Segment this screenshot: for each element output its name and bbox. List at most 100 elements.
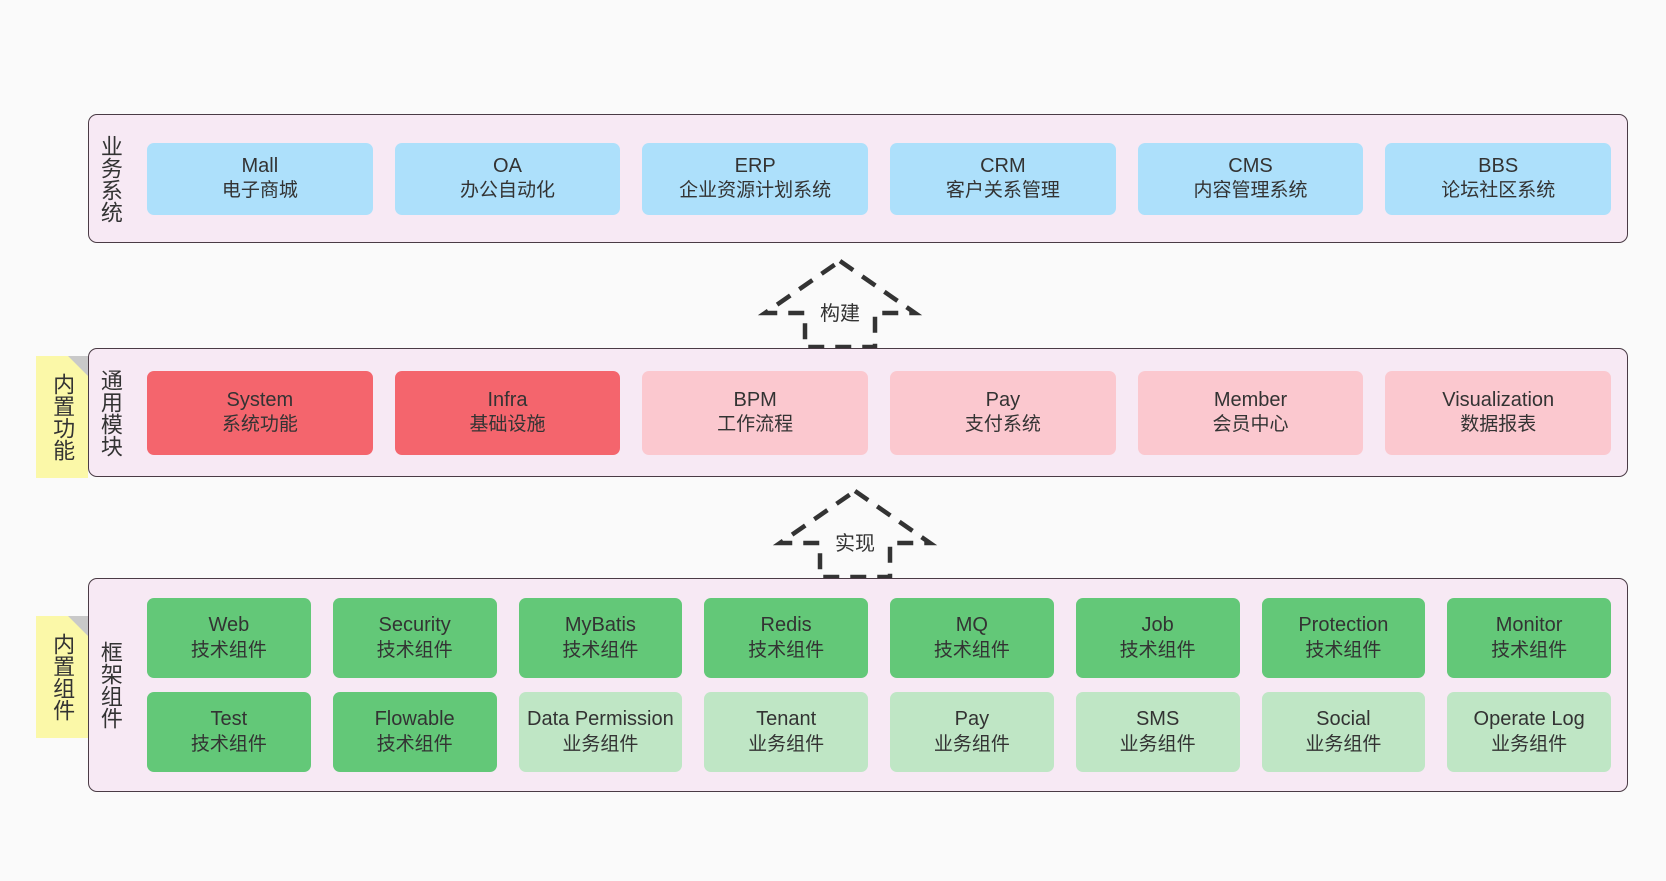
card-subtitle: 内容管理系统 xyxy=(1193,180,1308,202)
card-operate-log[interactable]: Operate Log 业务组件 xyxy=(1447,692,1611,772)
card-subtitle: 技术组件 xyxy=(1491,639,1568,661)
layer-business-body: Mall 电子商城 OA 办公自动化 ERP 企业资源计划系统 CRM 客户关系… xyxy=(131,115,1627,242)
card-title: CMS xyxy=(1228,154,1273,177)
card-subtitle: 业务组件 xyxy=(1119,733,1196,755)
card-mybatis[interactable]: MyBatis 技术组件 xyxy=(518,598,683,678)
card-title: System xyxy=(226,388,294,411)
card-protection[interactable]: Protection 技术组件 xyxy=(1261,598,1426,678)
card-mall[interactable]: Mall 电子商城 xyxy=(147,142,373,215)
card-test[interactable]: Test 技术组件 xyxy=(147,692,311,772)
card-title: BBS xyxy=(1478,154,1519,177)
connector-build-arrow: 构建 xyxy=(755,257,925,350)
connector-implement-arrow: 实现 xyxy=(770,487,940,580)
card-subtitle: 论坛社区系统 xyxy=(1441,180,1556,202)
card-member[interactable]: Member 会员中心 xyxy=(1137,370,1364,455)
card-security[interactable]: Security 技术组件 xyxy=(332,598,497,678)
card-web[interactable]: Web 技术组件 xyxy=(147,598,311,678)
card-subtitle: 基础设施 xyxy=(469,414,546,436)
sticky-label: 内置组件 xyxy=(50,633,76,721)
card-title: Tenant xyxy=(756,708,817,731)
card-infra[interactable]: Infra 基础设施 xyxy=(394,370,621,455)
common-card-row: System 系统功能 Infra 基础设施 BPM 工作流程 Pay 支付系统… xyxy=(147,370,1612,455)
card-tenant[interactable]: Tenant 业务组件 xyxy=(704,692,868,772)
card-monitor[interactable]: Monitor 技术组件 xyxy=(1447,598,1611,678)
card-title: Web xyxy=(208,614,250,637)
card-pay-component[interactable]: Pay 业务组件 xyxy=(890,692,1054,772)
dashed-arrow-up-icon xyxy=(772,488,938,580)
card-title: Protection xyxy=(1298,614,1389,637)
card-title: MQ xyxy=(955,614,988,637)
layer-common-body: System 系统功能 Infra 基础设施 BPM 工作流程 Pay 支付系统… xyxy=(131,349,1627,476)
card-subtitle: 工作流程 xyxy=(717,414,794,436)
sticky-fold-corner xyxy=(68,356,88,376)
card-subtitle: 客户关系管理 xyxy=(945,180,1060,202)
layer-framework-label: 框架组件 xyxy=(97,641,123,729)
card-redis[interactable]: Redis 技术组件 xyxy=(704,598,868,678)
card-subtitle: 技术组件 xyxy=(562,639,639,661)
card-bbs[interactable]: BBS 论坛社区系统 xyxy=(1385,142,1612,215)
layer-common-label: 通用模块 xyxy=(97,368,123,457)
card-title: ERP xyxy=(734,154,776,177)
card-subtitle: 支付系统 xyxy=(964,414,1041,436)
card-title: Flowable xyxy=(374,708,455,731)
sticky-note-builtin-components: 内置组件 xyxy=(36,616,88,738)
card-bpm[interactable]: BPM 工作流程 xyxy=(642,370,869,455)
card-subtitle: 技术组件 xyxy=(1305,639,1382,661)
card-title: Data Permission xyxy=(527,708,674,731)
card-subtitle: 业务组件 xyxy=(933,733,1010,755)
card-oa[interactable]: OA 办公自动化 xyxy=(394,142,621,215)
card-subtitle: 业务组件 xyxy=(562,733,639,755)
card-title: SMS xyxy=(1135,708,1180,731)
card-subtitle: 办公自动化 xyxy=(460,180,556,202)
card-title: OA xyxy=(493,154,522,177)
card-subtitle: 业务组件 xyxy=(1305,733,1382,755)
card-flowable[interactable]: Flowable 技术组件 xyxy=(332,692,497,772)
card-title: Infra xyxy=(487,388,528,411)
card-title: Security xyxy=(378,614,451,637)
card-title: Pay xyxy=(985,388,1021,411)
card-crm[interactable]: CRM 客户关系管理 xyxy=(890,142,1116,215)
card-title: Redis xyxy=(760,614,812,637)
dashed-arrow-up-icon xyxy=(757,258,923,350)
card-subtitle: 会员中心 xyxy=(1212,414,1289,436)
card-title: Visualization xyxy=(1442,388,1555,411)
card-visualization[interactable]: Visualization 数据报表 xyxy=(1385,370,1612,455)
card-mq[interactable]: MQ 技术组件 xyxy=(890,598,1054,678)
layer-common-modules: 通用模块 System 系统功能 Infra 基础设施 BPM 工作流程 Pay… xyxy=(88,348,1628,477)
card-pay-module[interactable]: Pay 支付系统 xyxy=(890,370,1116,455)
card-social[interactable]: Social 业务组件 xyxy=(1261,692,1426,772)
framework-card-row-tech: Web 技术组件 Security 技术组件 MyBatis 技术组件 Redi… xyxy=(147,598,1611,678)
card-title: Job xyxy=(1141,614,1174,637)
card-title: Mall xyxy=(241,154,279,177)
card-subtitle: 企业资源计划系统 xyxy=(679,180,832,202)
layer-framework-components: 框架组件 Web 技术组件 Security 技术组件 MyBatis 技术组件… xyxy=(88,578,1628,792)
card-subtitle: 业务组件 xyxy=(1491,733,1568,755)
card-title: Monitor xyxy=(1495,614,1563,637)
card-subtitle: 电子商城 xyxy=(221,180,298,202)
layer-framework-body: Web 技术组件 Security 技术组件 MyBatis 技术组件 Redi… xyxy=(131,579,1627,791)
card-erp[interactable]: ERP 企业资源计划系统 xyxy=(642,142,869,215)
card-title: Operate Log xyxy=(1473,708,1585,731)
sticky-note-builtin-features: 内置功能 xyxy=(36,356,88,478)
card-system[interactable]: System 系统功能 xyxy=(147,370,373,455)
card-title: Social xyxy=(1316,708,1371,731)
card-subtitle: 技术组件 xyxy=(190,639,267,661)
layer-business-systems: 业务系统 Mall 电子商城 OA 办公自动化 ERP 企业资源计划系统 CRM… xyxy=(88,114,1628,243)
card-job[interactable]: Job 技术组件 xyxy=(1075,598,1240,678)
card-subtitle: 系统功能 xyxy=(221,414,298,436)
card-data-permission[interactable]: Data Permission 业务组件 xyxy=(518,692,683,772)
card-subtitle: 技术组件 xyxy=(376,639,453,661)
sticky-fold-corner xyxy=(68,616,88,636)
sticky-label: 内置功能 xyxy=(50,373,76,461)
card-title: Test xyxy=(210,708,248,731)
card-subtitle: 技术组件 xyxy=(933,639,1010,661)
card-title: MyBatis xyxy=(564,614,636,637)
card-title: BPM xyxy=(733,388,777,411)
card-sms[interactable]: SMS 业务组件 xyxy=(1075,692,1240,772)
card-cms[interactable]: CMS 内容管理系统 xyxy=(1137,142,1364,215)
card-subtitle: 技术组件 xyxy=(190,733,267,755)
card-title: Member xyxy=(1213,388,1288,411)
layer-business-label: 业务系统 xyxy=(97,134,123,223)
card-subtitle: 业务组件 xyxy=(748,733,825,755)
